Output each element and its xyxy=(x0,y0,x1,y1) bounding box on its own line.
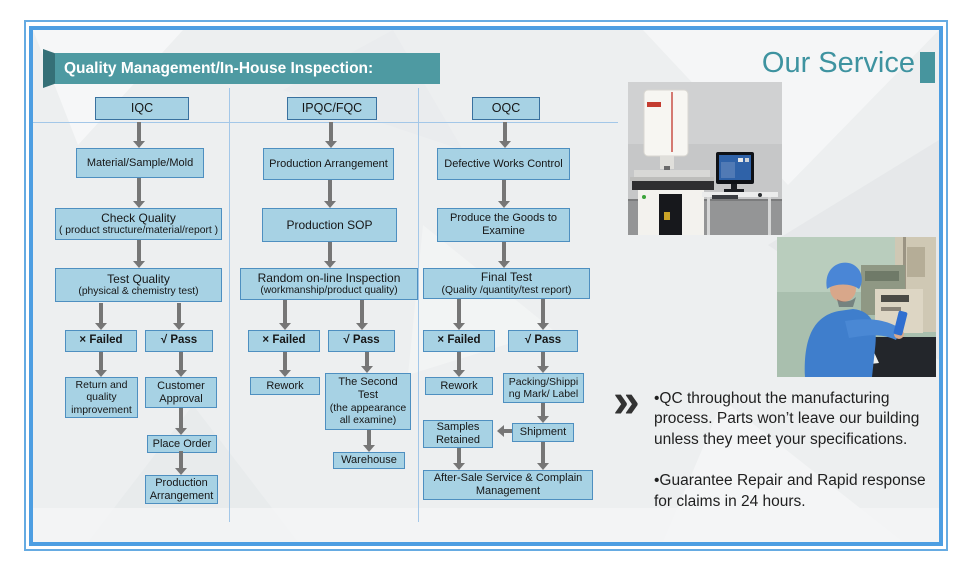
flow-node-return-improvement: Return and quality improvement xyxy=(65,377,138,418)
node-subtitle: ( product structure/material/report ) xyxy=(58,225,219,236)
flow-arrow-down xyxy=(537,299,549,330)
node-title: Test Quality xyxy=(107,271,170,286)
flow-arrow-down xyxy=(279,352,291,377)
flow-node-rework-oqc: Rework xyxy=(425,377,493,395)
node-subtitle: (Quality /quantity/test report) xyxy=(441,284,572,296)
flow-arrow-down xyxy=(95,352,107,377)
flow-arrow-down xyxy=(133,240,145,268)
flow-node-packing-shipping: Packing/Shipping Mark/ Label xyxy=(503,373,584,403)
flow-arrow-down xyxy=(175,408,187,435)
flow-node-oqc-pass: √ Pass xyxy=(508,330,578,352)
flow-arrow-down xyxy=(361,352,373,373)
flow-node-material: Material/Sample/Mold xyxy=(76,148,204,178)
flow-node-production-arrangement: Production Arrangement xyxy=(263,148,394,180)
flow-node-ipqc-failed: × Failed xyxy=(248,330,320,352)
flow-arrow-down xyxy=(133,122,145,148)
flow-arrow-down xyxy=(356,300,368,330)
measuring-machine-photo xyxy=(628,82,782,235)
node-title: Random on-line Inspection xyxy=(257,270,401,285)
node-title: Check Quality xyxy=(101,210,176,225)
qc-worker-photo xyxy=(777,237,936,377)
flow-node-rework-ipqc: Rework xyxy=(250,377,320,395)
double-chevron-icon: » xyxy=(613,375,640,428)
column-divider xyxy=(229,88,230,522)
flow-header-iqc: IQC xyxy=(95,97,189,120)
flow-arrow-down xyxy=(537,403,549,423)
flow-arrow-down xyxy=(325,122,337,148)
flow-header-ipqc: IPQC/FQC xyxy=(287,97,377,120)
banner-title: Quality Management/In-House Inspection: xyxy=(55,53,440,84)
flow-node-second-test: The Second Test (the appearance all exam… xyxy=(325,373,411,430)
banner-ribbon-fold xyxy=(43,49,56,88)
flow-arrow-down xyxy=(279,300,291,330)
flow-arrow-down xyxy=(324,180,336,208)
node-title: The Second Test xyxy=(338,376,398,402)
service-title: Our Service xyxy=(761,47,915,79)
header-underline xyxy=(33,122,618,123)
flow-arrow-down xyxy=(498,180,510,208)
flow-arrow-down xyxy=(453,352,465,377)
flow-arrow-down xyxy=(95,303,107,330)
flow-arrow-left xyxy=(497,425,512,437)
flow-node-production-arrangement-iqc: Production Arrangement xyxy=(145,475,218,504)
service-accent-tab xyxy=(920,52,935,83)
flow-arrow-down xyxy=(324,242,336,268)
flow-arrow-down xyxy=(175,352,187,377)
flow-node-oqc-failed: × Failed xyxy=(423,330,495,352)
service-bullet-1: •QC throughout the manufacturing process… xyxy=(654,390,920,448)
node-subtitle: (workmanship/product quality) xyxy=(260,285,398,296)
node-subtitle: (physical & chemistry test) xyxy=(78,286,199,297)
flow-arrow-down xyxy=(537,352,549,373)
outer-border-frame xyxy=(24,20,948,551)
flow-node-iqc-pass: √ Pass xyxy=(145,330,213,352)
flow-arrow-down xyxy=(133,178,145,208)
flow-node-shipment: Shipment xyxy=(512,423,574,442)
node-title: Final Test xyxy=(480,270,533,285)
flow-node-check-quality: Check Quality ( product structure/materi… xyxy=(55,208,222,240)
flow-header-oqc: OQC xyxy=(472,97,540,120)
flow-arrow-down xyxy=(173,303,185,330)
flow-node-samples-retained: Samples Retained xyxy=(423,420,493,448)
flow-node-customer-approval: Customer Approval xyxy=(145,377,217,408)
node-subtitle: (the appearance all examine) xyxy=(329,402,407,427)
flow-node-iqc-failed: × Failed xyxy=(65,330,137,352)
flow-arrow-down xyxy=(498,242,510,268)
flow-node-produce-goods: Produce the Goods to Examine xyxy=(437,208,570,242)
flow-node-after-sale: After-Sale Service & Complain Management xyxy=(423,470,593,500)
column-divider xyxy=(418,88,419,522)
flow-arrow-down xyxy=(453,299,465,330)
flow-arrow-down xyxy=(499,122,511,148)
flow-node-final-test: Final Test (Quality /quantity/test repor… xyxy=(423,268,590,299)
flow-node-warehouse: Warehouse xyxy=(333,452,405,469)
flow-arrow-down xyxy=(363,430,375,452)
service-bullets: •QC throughout the manufacturing process… xyxy=(654,389,942,533)
flow-arrow-down xyxy=(537,442,549,470)
flow-node-test-quality: Test Quality (physical & chemistry test) xyxy=(55,268,222,302)
flow-node-random-inspection: Random on-line Inspection (workmanship/p… xyxy=(240,268,418,300)
flow-arrow-down xyxy=(175,451,187,475)
service-bullet-2: •Guarantee Repair and Rapid response for… xyxy=(654,472,926,510)
flow-arrow-down xyxy=(453,448,465,470)
flow-node-defective-works: Defective Works Control xyxy=(437,148,570,180)
flow-node-production-sop: Production SOP xyxy=(262,208,397,242)
flow-node-ipqc-pass: √ Pass xyxy=(328,330,395,352)
